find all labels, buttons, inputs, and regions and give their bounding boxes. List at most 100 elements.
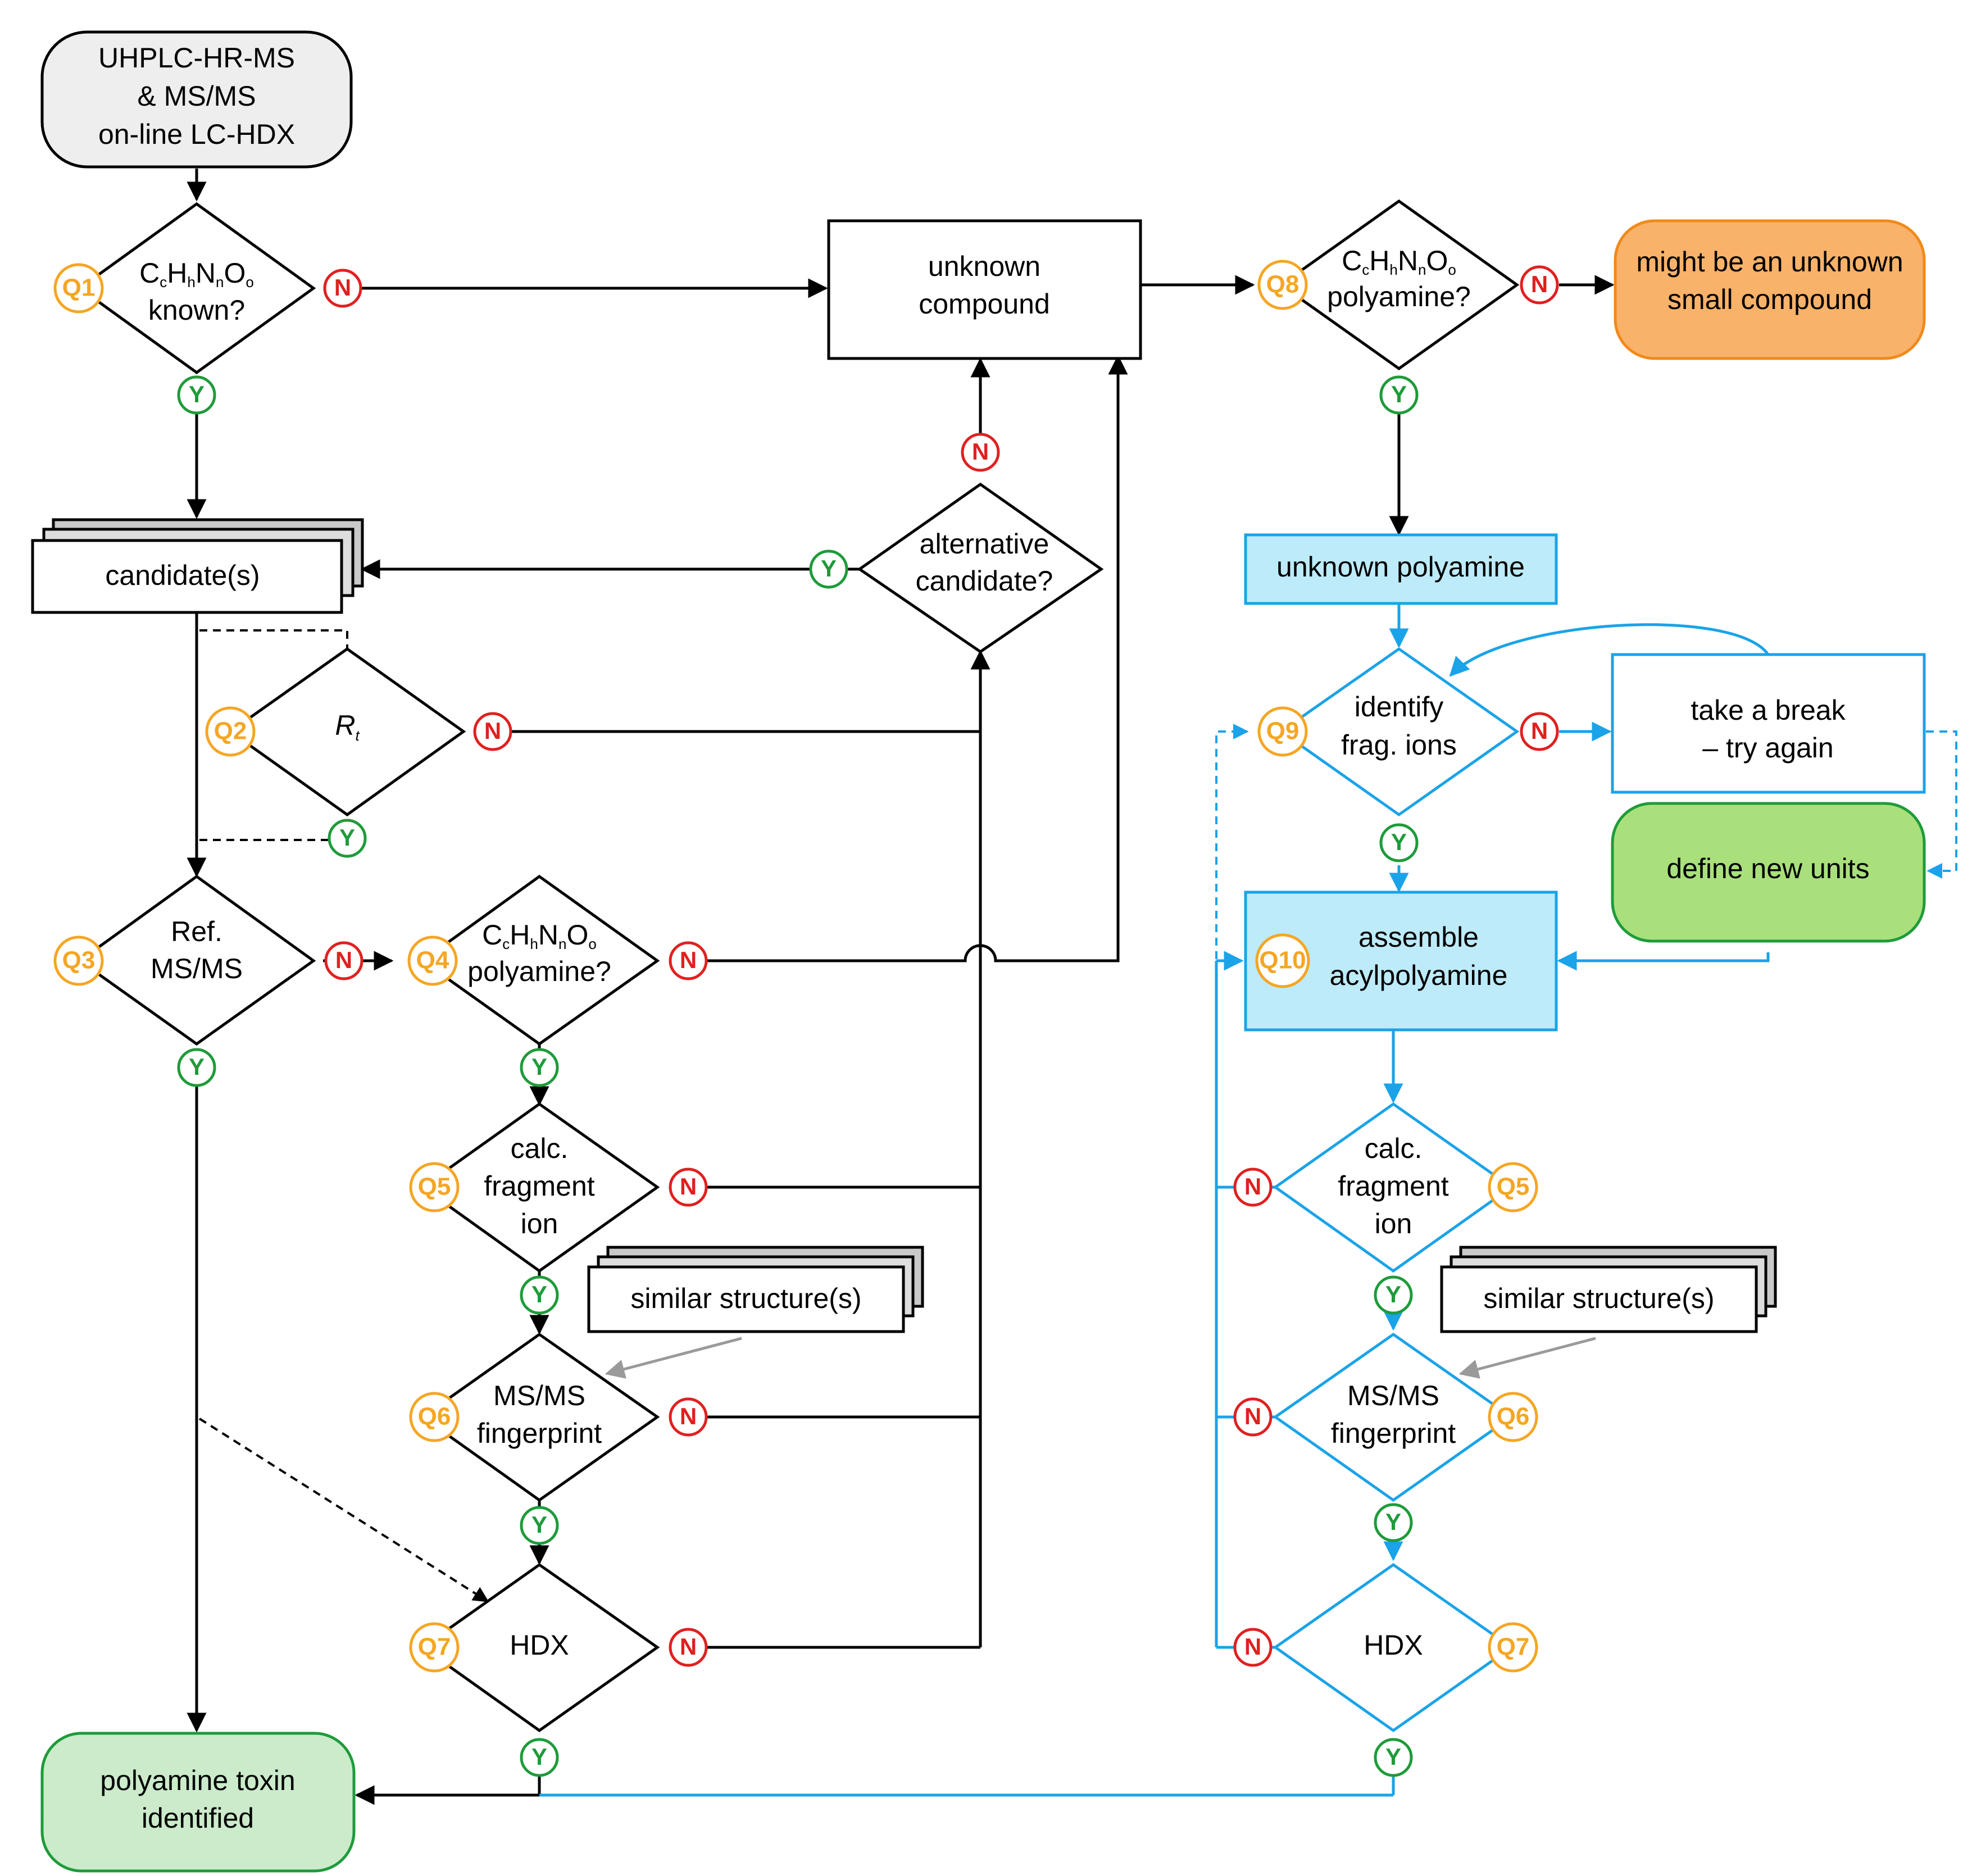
q1-label: known? bbox=[148, 294, 245, 326]
svg-text:Y: Y bbox=[531, 1511, 547, 1538]
take-break-line-1: take a break bbox=[1691, 694, 1846, 726]
identified-node: polyamine toxin identified bbox=[40, 1732, 356, 1873]
msms-right-line-1: MS/MS bbox=[1347, 1380, 1439, 1411]
msms-right-line-2: fingerprint bbox=[1331, 1418, 1456, 1449]
start-line-1: UHPLC-HR-MS bbox=[98, 42, 295, 74]
svg-text:Y: Y bbox=[1391, 829, 1407, 855]
svg-text:N: N bbox=[680, 1403, 697, 1429]
svg-text:Q5: Q5 bbox=[418, 1173, 451, 1201]
q10-marker: Q10 bbox=[1255, 933, 1310, 988]
svg-text:Q9: Q9 bbox=[1266, 717, 1299, 745]
hdx-left-label: HDX bbox=[510, 1629, 569, 1661]
unknown-polyamine-label: unknown polyamine bbox=[1276, 551, 1525, 583]
svg-text:Q6: Q6 bbox=[418, 1403, 451, 1430]
candidates-label: candidate(s) bbox=[105, 560, 260, 591]
unknown-compound-line-1: unknown bbox=[928, 251, 1040, 282]
q8-label: polyamine? bbox=[1327, 281, 1471, 312]
yes-q7-left: Y bbox=[520, 1738, 559, 1777]
dashed-blue-connectors bbox=[1215, 724, 1957, 962]
q4-label: polyamine? bbox=[467, 956, 611, 987]
msms-left-line-1: MS/MS bbox=[493, 1380, 585, 1411]
might-be-line-1: might be an unknown bbox=[1636, 246, 1903, 278]
no-q7-right: N bbox=[1233, 1628, 1273, 1667]
msms-left-line-2: fingerprint bbox=[477, 1418, 602, 1449]
no-q5-left: N bbox=[669, 1168, 708, 1207]
calc-right-line-3: ion bbox=[1375, 1208, 1412, 1239]
svg-text:Q6: Q6 bbox=[1497, 1403, 1530, 1430]
q6-left-marker: Q6 bbox=[409, 1392, 460, 1442]
svg-text:N: N bbox=[680, 1173, 697, 1200]
alternative-candidate-decision: alternative candidate? bbox=[857, 482, 1104, 654]
q5-right-marker: Q5 bbox=[1488, 1162, 1538, 1212]
yes-q5-right: Y bbox=[1374, 1275, 1413, 1315]
take-break-node: take a break – try again bbox=[1611, 653, 1926, 794]
q6-left-decision: MS/MS fingerprint bbox=[420, 1332, 660, 1502]
yes-q1: Y bbox=[177, 375, 216, 415]
yes-q5-left: Y bbox=[520, 1275, 559, 1315]
q6-right-marker: Q6 bbox=[1488, 1392, 1538, 1442]
svg-text:Y: Y bbox=[1385, 1743, 1401, 1770]
yes-markers: Y Y Y Y Y Y Y Y Y Y Y Y Y bbox=[177, 375, 1419, 1777]
alternative-line-2: candidate? bbox=[916, 565, 1053, 597]
similar-left-label: similar structure(s) bbox=[630, 1283, 861, 1314]
q3-marker: Q3 bbox=[53, 935, 104, 986]
blue-connectors bbox=[539, 604, 1770, 1797]
svg-text:N: N bbox=[1531, 717, 1548, 744]
svg-text:Y: Y bbox=[531, 1281, 547, 1307]
q4-formula: CcHhNnOo bbox=[482, 919, 597, 952]
define-units-node: define new units bbox=[1611, 802, 1926, 943]
no-q6-left: N bbox=[669, 1397, 708, 1437]
might-be-line-2: small compound bbox=[1667, 284, 1872, 315]
no-q3: N bbox=[324, 941, 363, 980]
calc-right-line-2: fragment bbox=[1338, 1170, 1448, 1202]
svg-text:Y: Y bbox=[1385, 1509, 1401, 1535]
svg-text:Q5: Q5 bbox=[1497, 1173, 1530, 1201]
svg-text:Y: Y bbox=[821, 555, 837, 582]
svg-text:Q10: Q10 bbox=[1259, 947, 1306, 974]
identified-line-1: polyamine toxin bbox=[100, 1765, 295, 1796]
svg-text:Q3: Q3 bbox=[62, 947, 96, 974]
yes-q9: Y bbox=[1379, 823, 1419, 862]
svg-text:N: N bbox=[1531, 271, 1548, 297]
q7-left-decision: HDX bbox=[420, 1562, 660, 1733]
start-node: UHPLC-HR-MS & MS/MS on-line LC-HDX bbox=[40, 30, 353, 169]
start-line-2: & MS/MS bbox=[137, 80, 256, 112]
yes-q7-right: Y bbox=[1374, 1738, 1413, 1777]
might-be-unknown-node: might be an unknown small compound bbox=[1614, 219, 1926, 360]
start-line-3: on-line LC-HDX bbox=[98, 119, 295, 150]
svg-text:Q1: Q1 bbox=[62, 274, 96, 302]
no-alternative: N bbox=[961, 433, 1000, 472]
svg-text:Q7: Q7 bbox=[418, 1633, 451, 1661]
assemble-line-2: acylpolyamine bbox=[1330, 960, 1508, 991]
unknown-compound-node: unknown compound bbox=[827, 219, 1142, 360]
q2-label: Rt bbox=[335, 710, 360, 744]
svg-text:Q7: Q7 bbox=[1497, 1633, 1530, 1661]
no-q9: N bbox=[1520, 712, 1559, 751]
q-markers: Q1 Q2 Q3 Q4 Q5 Q6 Q7 Q8 Q9 Q10 Q5 Q6 Q7 bbox=[53, 260, 1538, 1673]
candidates-node: candidate(s) bbox=[31, 518, 364, 614]
q7-left-marker: Q7 bbox=[409, 1622, 460, 1673]
ref-line-1: Ref. bbox=[171, 916, 222, 947]
no-markers: N N N N N N N N N N N N N bbox=[323, 265, 1559, 1667]
svg-text:N: N bbox=[1244, 1403, 1261, 1429]
q4-marker: Q4 bbox=[407, 935, 458, 986]
similar-right-label: similar structure(s) bbox=[1483, 1283, 1714, 1314]
svg-text:Y: Y bbox=[1391, 381, 1407, 407]
q4-decision: CcHhNnOo polyamine? bbox=[420, 874, 660, 1046]
svg-text:N: N bbox=[1244, 1633, 1261, 1660]
svg-text:Q8: Q8 bbox=[1266, 271, 1299, 298]
no-q7-left: N bbox=[669, 1628, 708, 1667]
assemble-line-1: assemble bbox=[1358, 921, 1479, 953]
ref-line-2: MS/MS bbox=[151, 953, 243, 984]
q7-right-decision: HDX bbox=[1273, 1562, 1514, 1733]
yes-q3: Y bbox=[177, 1048, 216, 1087]
alternative-line-1: alternative bbox=[920, 528, 1049, 560]
yes-q4: Y bbox=[520, 1048, 559, 1087]
svg-text:N: N bbox=[680, 1633, 697, 1660]
svg-text:Q4: Q4 bbox=[416, 947, 449, 974]
q9-decision: identify frag. ions bbox=[1278, 647, 1520, 817]
svg-text:Y: Y bbox=[531, 1743, 547, 1770]
no-q8: N bbox=[1520, 265, 1559, 305]
svg-text:N: N bbox=[1244, 1173, 1261, 1200]
